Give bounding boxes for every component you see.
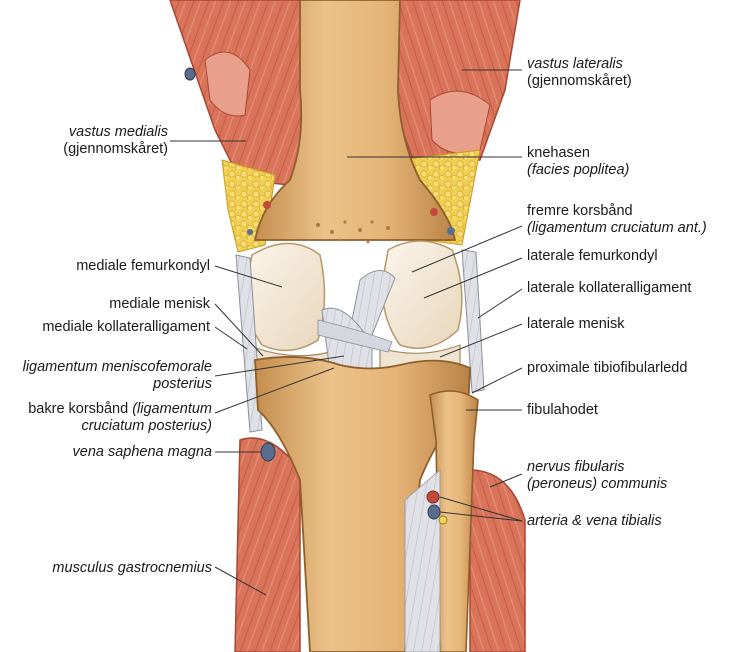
medial-femoral-condyle [244, 242, 326, 352]
label-laterale-menisk: laterale menisk [527, 316, 625, 332]
label-knehasen-latin: (facies poplitea) [527, 162, 630, 178]
label-vastus-lateralis: vastus lateralis (gjennomskåret) [527, 56, 632, 90]
label-vena-saphena-magna: vena saphena magna [72, 444, 212, 460]
lateral-collateral-ligament [461, 249, 485, 393]
tibial-vessels [426, 490, 448, 525]
femur [253, 0, 457, 241]
label-bakre-korsband-latin2: cruciatum posterius) [81, 418, 212, 434]
label-musculus-gastrocnemius: musculus gastrocnemius [52, 560, 212, 576]
muscle-cut-surface-medial [204, 51, 251, 117]
label-nervus-fibularis-line2: (peroneus) communis [527, 476, 668, 492]
label-vastus-medialis-name: vastus medialis [68, 124, 168, 140]
label-vastus-lateralis-note: (gjennomskåret) [527, 73, 632, 89]
label-vastus-medialis: vastus medialis (gjennomskåret) [63, 124, 168, 158]
label-laterale-femurkondyl: laterale femurkondyl [527, 248, 658, 264]
label-fremre-korsband: fremre korsbånd (ligamentum cruciatum an… [527, 203, 707, 237]
label-ligamentum-meniscofemorale-line2: posterius [153, 376, 212, 392]
tibia [254, 356, 471, 652]
label-nervus-fibularis: nervus fibularis (peroneus) communis [527, 459, 667, 493]
label-laterale-kollateralligament: laterale kollateralligament [527, 280, 692, 296]
label-mediale-femurkondyl: mediale femurkondyl [76, 258, 210, 274]
label-nervus-fibularis-line1: nervus fibularis [527, 459, 625, 475]
label-fremre-korsband-latin: (ligamentum cruciatum ant.) [527, 220, 707, 236]
label-fibulahodet: fibulahodet [527, 402, 598, 418]
label-bakre-korsband-name: bakre korsbånd [28, 401, 129, 417]
gastrocnemius-lateral [469, 469, 526, 652]
label-vastus-lateralis-name: vastus lateralis [527, 56, 623, 72]
label-mediale-kollateralligament: mediale kollateralligament [42, 319, 210, 335]
label-arteria-vena-tibialis: arteria & vena tibialis [527, 513, 662, 529]
meniscofemoral-ligament [317, 319, 393, 353]
label-knehasen: knehasen (facies poplitea) [527, 145, 629, 179]
label-proximale-tibiofibularledd: proximale tibiofibularledd [527, 360, 688, 376]
label-bakre-korsband-line1: bakre korsbånd (ligamentum [28, 401, 212, 418]
label-bakre-korsband: bakre korsbånd (ligamentum cruciatum pos… [28, 401, 212, 435]
label-vastus-medialis-note: (gjennomskåret) [63, 141, 168, 157]
label-knehasen-name: knehasen [527, 145, 590, 161]
vena-saphena-magna-vessel [184, 67, 276, 462]
label-fremre-korsband-name: fremre korsbånd [527, 203, 633, 219]
popliteal-surface-dots [316, 220, 390, 244]
label-ligamentum-meniscofemorale-line1: ligamentum meniscofemorale [22, 359, 212, 375]
lateral-femoral-condyle [381, 240, 463, 349]
medial-collateral-ligament [235, 254, 263, 433]
gastrocnemius-medial [234, 437, 301, 652]
muscle-cut-surface-lateral [429, 90, 491, 154]
label-ligamentum-meniscofemorale: ligamentum meniscofemorale posterius [23, 359, 212, 393]
label-bakre-korsband-latin1: (ligamentum [132, 401, 212, 417]
popliteal-vessels [247, 201, 455, 235]
label-mediale-menisk: mediale menisk [109, 296, 210, 312]
leader-lines [170, 69, 523, 596]
fibula [429, 390, 479, 652]
